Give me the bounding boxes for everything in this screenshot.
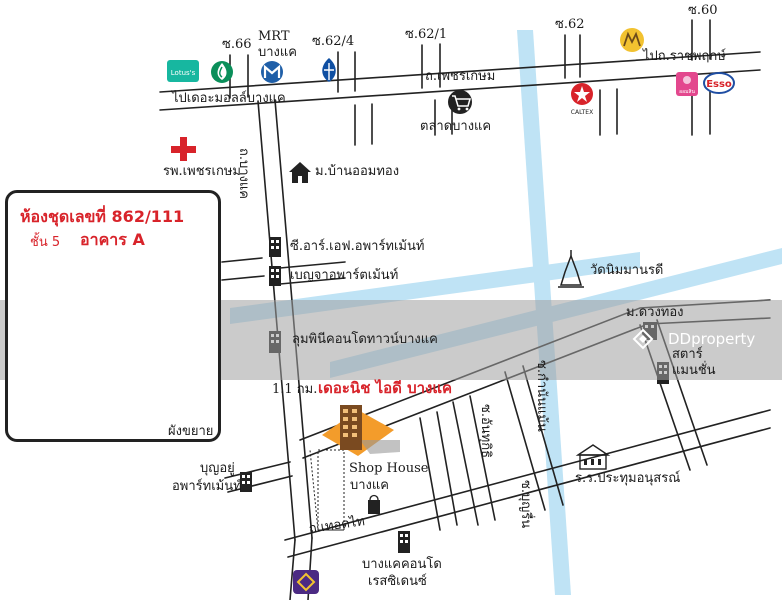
ddproperty-logo-icon (632, 328, 654, 350)
mrt-icon (261, 61, 283, 83)
watermark-text: DDproperty (668, 330, 756, 348)
phetkasem-road-top (159, 51, 761, 93)
residence-road (289, 539, 296, 600)
label-lumpini: ลุมพินีคอนโดทาวน์บางแค (292, 332, 438, 347)
house-icon (289, 162, 311, 183)
lower-road-top (284, 409, 771, 541)
label-gr-apartment: ซี.อาร์.เอฟ.อพาร์ทเม้นท์ (290, 239, 425, 254)
label-soi62-4: ซ.62/4 (312, 34, 355, 49)
school-icon (575, 444, 611, 470)
label-soi66: ซ.66 (222, 37, 252, 52)
label-star-mansion-1: สตาร์ (672, 347, 703, 362)
label-phetkasem-road: ถ.เพชรเกษม (425, 69, 496, 84)
label-residence-2: เรสซิเดนซ์ (368, 574, 427, 589)
bunyu-building-icon (240, 472, 252, 492)
label-wat: วัดนิมมานรดี (590, 263, 664, 278)
soi-kamnanman (504, 371, 546, 511)
temple-icon (558, 250, 584, 288)
label-bunyu-apartment: อพาร์ทเม้นท์ (172, 479, 242, 494)
soi-antukithi (452, 401, 479, 526)
label-to-ratchaphruek: ไปถ.ราชพฤกษ์ (643, 49, 726, 64)
scb-bank-logo (293, 570, 319, 594)
label-expansion: ผังขยาย (168, 424, 214, 439)
label-star-mansion-2: แมนชั่น (672, 363, 716, 378)
project-building-icon (322, 405, 400, 456)
label-side-road: ถ.บางแค (236, 148, 251, 199)
residence-building-icon (398, 531, 410, 553)
label-duangthong: ม.ดวงทอง (626, 305, 684, 320)
unit-info-box (5, 190, 221, 442)
lower-road-bottom (287, 427, 771, 558)
soi-near-shop (419, 417, 441, 531)
label-soi-bunrueang: ซ.บุญรื่น (518, 480, 533, 529)
label-shophouse: Shop House (349, 461, 429, 476)
label-mrt-station: บางแค (258, 45, 297, 60)
label-benja-apartment: เบญจาอพาร์ตเม้นท์ (290, 268, 399, 283)
label-to-the-mall: ไปเดอะมอลล์บางแค (172, 91, 286, 106)
bangchak-logo (322, 58, 336, 82)
label-soi-antukithi: ซ.อันทุกิธิ (478, 404, 493, 459)
lotus-text: Lotus's (171, 69, 196, 77)
hospital-cross-icon (171, 137, 196, 161)
project-name: เดอะนิช ไอดี บางแค (318, 379, 453, 397)
label-baan-omthong: ม.บ้านออมทอง (315, 164, 400, 179)
caltex-logo: CALTEX (571, 83, 593, 116)
road-to-lumpini (279, 261, 346, 269)
label-distance: 1.1 กม. (272, 382, 318, 397)
lotus-logo: Lotus's (167, 60, 199, 82)
unit-building: อาคาร A (80, 230, 145, 249)
project-plot-path (309, 449, 344, 531)
label-bunyu: บุญอยู่ (200, 461, 235, 476)
project-plot-boundary (317, 449, 345, 531)
label-residence: บางแคคอนโด (362, 557, 442, 572)
krungsri-bank-logo (620, 28, 644, 52)
benja-apartment-building-icon (269, 266, 281, 286)
shopping-bag-icon (368, 494, 380, 514)
label-shophouse-area: บางแค (350, 478, 389, 493)
omsin-text: ออมสิน (679, 88, 695, 95)
esso-text: Esso (706, 79, 732, 90)
label-soi62-1: ซ.62/1 (405, 27, 448, 42)
bunyu-road (224, 461, 291, 479)
omsin-bank-logo: ออมสิน (676, 72, 698, 96)
label-school: ร.ร.ประทุมอนุสรณ์ (575, 471, 681, 486)
label-soi62: ซ.62 (555, 17, 585, 32)
unit-floor: ชั้น 5 (30, 235, 61, 250)
label-bangkhae-market: ตลาดบางแค (420, 119, 492, 134)
esso-logo: Esso (703, 72, 735, 94)
label-hospital: รพ.เพชรเกษม (163, 164, 241, 179)
gr-apartment-building-icon (269, 237, 281, 257)
label-soi60: ซ.60 (688, 3, 718, 18)
label-mrt: MRT (258, 29, 290, 44)
label-soi-kamnanman: ซ.กำนันแม้น (534, 360, 549, 432)
unit-number-title: ห้องชุดเลขที่ 862/111 (20, 207, 185, 226)
caltex-text: CALTEX (571, 109, 593, 116)
market-cart-icon (448, 90, 472, 114)
ptt-logo (211, 61, 233, 83)
